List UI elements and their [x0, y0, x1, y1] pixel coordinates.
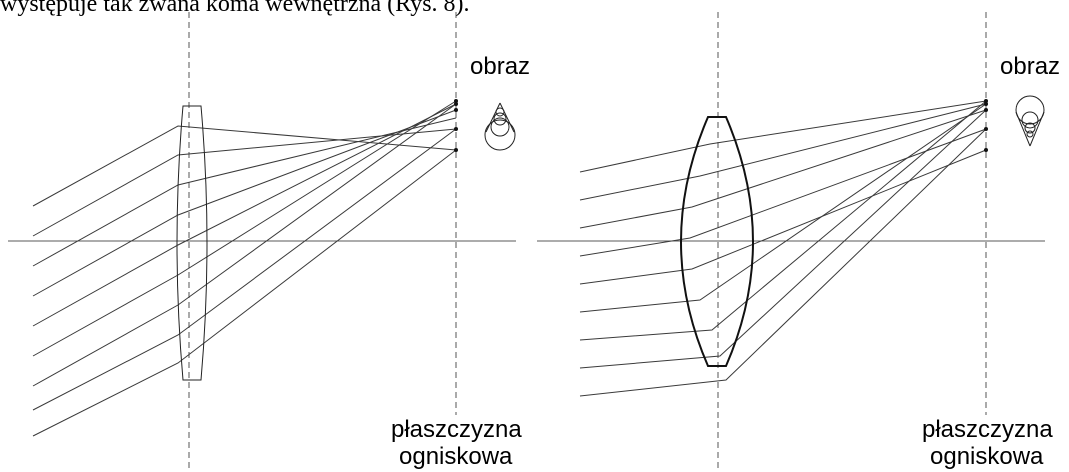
focus-points: [454, 99, 458, 152]
ray: [32, 109, 457, 297]
ray: [579, 109, 987, 229]
caption-text: występuje tak zwana koma wewnętrzna (Rys…: [0, 0, 470, 17]
ray: [579, 128, 987, 257]
ray: [579, 103, 987, 313]
focal-plane-label-line1: płaszczyzna: [391, 416, 522, 443]
ray: [579, 128, 987, 397]
focus-points: [984, 99, 988, 152]
ray: [579, 149, 987, 285]
image-label: obraz: [470, 53, 530, 80]
image-label: obraz: [1000, 53, 1060, 80]
ray: [579, 103, 987, 201]
coma-spot-icon: [484, 102, 516, 151]
rays-group: [32, 100, 457, 437]
ray: [32, 103, 457, 387]
panel-right: obraz płaszczyzna ogniskowa: [537, 12, 1060, 472]
ray: [579, 100, 987, 341]
ray: [579, 109, 987, 369]
lens-thin: [176, 105, 208, 381]
ray: [32, 103, 457, 327]
lens-thick: [680, 116, 754, 367]
focal-plane-label-line2: ogniskowa: [399, 443, 513, 470]
focal-plane-label-line2: ogniskowa: [930, 443, 1044, 470]
focal-plane-label-line1: płaszczyzna: [922, 416, 1053, 443]
ray: [32, 128, 457, 237]
ray: [32, 128, 457, 411]
coma-spot-icon: [1015, 95, 1045, 147]
rays-group: [579, 100, 987, 397]
ray: [32, 125, 457, 207]
ray: [32, 149, 457, 437]
ray: [579, 100, 987, 173]
panel-left: obraz płaszczyzna ogniskowa: [8, 12, 530, 472]
ray: [32, 100, 457, 357]
